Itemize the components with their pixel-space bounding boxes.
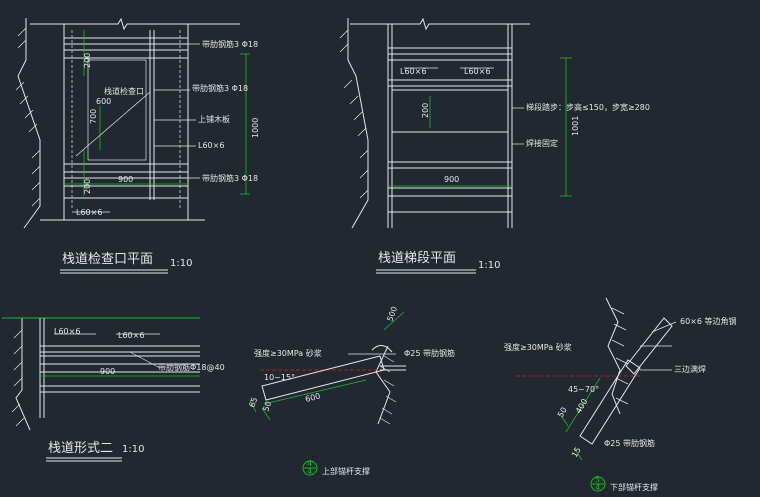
label-weld-d2: 三边满焊	[674, 364, 706, 374]
rock-face-outline	[17, 18, 41, 229]
dim-50-d2: 50	[556, 406, 569, 419]
dim-1000: 1000	[251, 118, 260, 138]
opening-rect	[87, 59, 147, 161]
bubble-den-d2: 4	[595, 483, 600, 492]
label-strength-d1: 强度≥30MPa 砂浆	[254, 348, 322, 358]
caption-d2: 下部锚杆支撑	[610, 482, 658, 492]
anchor-rod-body-2	[579, 359, 641, 445]
detail-upper-anchor-support: 500 600 50 65 10~15° 强度≥30MPa 砂浆 Φ25 带肋钢…	[247, 305, 455, 476]
label-angle-left-2: L60×6	[400, 67, 426, 76]
dim-900: 900	[118, 175, 133, 184]
dim-15-d2: 15	[570, 446, 583, 459]
caption-d1: 上部锚杆支撑	[322, 466, 370, 476]
label-step: 梯段踏步：步高≤150，步宽≥280	[526, 102, 650, 112]
label-rebar-d1: Φ25 带肋钢筋	[404, 348, 455, 358]
dim-600-d1: 600	[304, 392, 321, 404]
label-rebar-d2: Φ25 带肋钢筋	[604, 438, 655, 448]
rock-face-d2	[605, 297, 621, 415]
dim-200-bottom: 200	[83, 179, 92, 194]
label-angle-left-3: L60×6	[54, 327, 80, 336]
dim-200-2: 200	[421, 103, 430, 118]
label-rebar-3: 带肋钢筋Φ18@40	[158, 362, 225, 372]
label-angle-right-2: L60×6	[464, 67, 490, 76]
bubble-num-d2: 5	[595, 475, 600, 484]
dim-400-d2: 400	[574, 397, 589, 415]
panel2-scale: 1:10	[478, 260, 500, 271]
label-angle-right-3: L60×6	[118, 331, 144, 340]
panel2-title: 栈道梯段平面	[378, 251, 456, 266]
break-line	[30, 17, 240, 31]
rock-face-outline-3	[15, 318, 31, 431]
label-angle-right: L60×6	[198, 141, 224, 150]
dim-700: 700	[89, 109, 98, 124]
leader-lines	[72, 43, 200, 213]
detail-bubble-d1	[302, 460, 318, 476]
panel-walkway-type-two: L60×6 L60×6 带肋钢筋Φ18@40 900 栈道形式二 1:10	[2, 317, 225, 462]
panel3-title: 栈道形式二	[48, 441, 113, 456]
label-rebar-bottom: 带肋钢筋3 Φ18	[202, 173, 258, 183]
dim-1001: 1001	[571, 116, 580, 136]
panel-stair-plan: L60×6 L60×6 200 900 1001 梯段踏步：步高≤150，步宽≥…	[339, 17, 650, 274]
dimension-lines	[64, 30, 250, 196]
label-angle-d2: 45~70°	[568, 385, 599, 394]
panel1-scale: 1:10	[170, 258, 192, 269]
dim-500-d1: 500	[385, 305, 399, 322]
label-strength-d2: 强度≥30MPa 砂浆	[504, 342, 572, 352]
dim-65-d1: 65	[247, 396, 259, 409]
label-angle-steel-d2: 60×6 等边角钢	[680, 316, 737, 326]
panel-inspection-opening-plan: 200 200 600 700 900 1000 带肋钢筋3 Φ18 带肋钢筋3…	[15, 17, 260, 274]
rock-face-outline-2	[347, 18, 369, 229]
label-rebar-mid: 带肋钢筋3 Φ18	[192, 83, 248, 93]
panel3-scale: 1:10	[122, 444, 144, 455]
bubble-num-d1: 4	[307, 459, 312, 468]
dimension-lines-2	[388, 57, 572, 197]
label-rebar-top: 带肋钢筋3 Φ18	[202, 39, 258, 49]
label-board: 上铺木板	[198, 114, 230, 124]
detail-lower-anchor-support: 60×6 等边角钢 三边满焊 强度≥30MPa 砂浆 45~70° 400 50…	[504, 297, 737, 492]
angle-steel-d2	[625, 317, 673, 375]
dim-50-d1: 50	[261, 400, 273, 413]
dim-900-2: 900	[444, 175, 459, 184]
dim-200-top: 200	[83, 53, 92, 68]
dim-900-3: 900	[100, 367, 115, 376]
bubble-den-d1: 4	[307, 467, 312, 476]
panel1-title: 栈道检查口平面	[62, 252, 153, 267]
break-line-2	[350, 17, 530, 31]
detail-bubble-d2	[590, 476, 606, 492]
label-weld: 焊接固定	[526, 138, 558, 148]
label-opening: 栈道检查口	[104, 86, 144, 96]
rock-hatch	[15, 27, 41, 207]
dim-600: 600	[96, 97, 111, 106]
stair-tread-hatch	[391, 89, 509, 133]
rock-face-d1	[375, 345, 391, 425]
label-angle-d1: 10~15°	[264, 373, 295, 382]
label-angle-bottom: L60×6	[76, 208, 102, 217]
